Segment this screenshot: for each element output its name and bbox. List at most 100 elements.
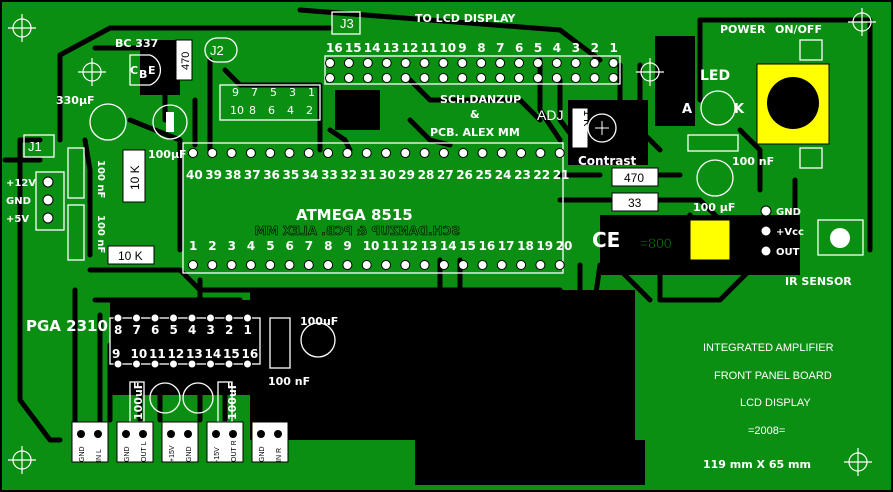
audio-connector-body (206, 421, 244, 463)
mcu-pin-number-bottom: 1 (189, 239, 197, 253)
mcu-pad (207, 148, 218, 158)
pga-pad (169, 359, 178, 369)
mcu-pad (381, 148, 391, 158)
mcu-pin-number-bottom: 15 (459, 239, 476, 253)
pga-pin-number-bottom: 10 (131, 347, 148, 361)
onoff-label: ON/OFF (775, 23, 822, 36)
pcb-edge-cut (635, 300, 660, 440)
mcu-pad (438, 148, 449, 158)
audio-connector-hole (77, 430, 85, 438)
mcu-pad (188, 260, 198, 270)
mcu-pad (303, 260, 314, 270)
pga-pad (243, 359, 252, 369)
mcu-pad (303, 148, 314, 158)
mcu-pin-number-top: 24 (495, 168, 512, 182)
ce-mark: CE (592, 228, 620, 252)
pga-pin-number-bottom: 14 (205, 347, 222, 361)
j1-pad (42, 176, 54, 188)
mcu-pad (554, 260, 565, 270)
mcu-pad (458, 148, 469, 158)
j2-pin-number: 6 (268, 104, 275, 117)
j3-pad (343, 73, 354, 83)
pga-pin-number-top: 6 (151, 323, 159, 337)
contrast-label: Contrast (578, 154, 636, 168)
svg-text:100uF: 100uF (226, 382, 239, 420)
mcu-pad (438, 260, 449, 270)
mcu-pad (361, 260, 372, 270)
svg-text:10 K: 10 K (128, 165, 142, 190)
j3-pin-number: 7 (496, 41, 504, 55)
j3-pad (495, 58, 506, 68)
mcu-pin-number-top: 34 (302, 168, 319, 182)
capacitors-100nf-left: 100 nF 100 nF (67, 147, 106, 261)
mcu-pin-number-top: 40 (186, 168, 203, 182)
pga-pad (206, 313, 215, 323)
j3-pad (381, 73, 392, 83)
svg-text:100 µF: 100 µF (693, 201, 735, 214)
pga-pin-number-top: 7 (133, 323, 141, 337)
info-line-2: FRONT PANEL BOARD (714, 370, 832, 382)
pga-pad (224, 359, 234, 369)
j3-pad (589, 58, 600, 68)
pga-pin-number-top: 3 (207, 323, 215, 337)
mcu-pad (477, 148, 488, 158)
mcu-pin-number-bottom: 7 (305, 239, 313, 253)
lcd-header-title: TO LCD DISPLAY (415, 12, 516, 25)
svg-text:470: 470 (180, 52, 192, 70)
j3-pad (381, 58, 392, 68)
j3-pad (419, 58, 430, 68)
j3-label: J3 (340, 16, 354, 31)
j3-pin-number: 13 (383, 41, 400, 55)
j3-pin-number: 12 (402, 41, 419, 55)
mounting-hole-tr2 (636, 58, 664, 86)
j3-pin-number: 8 (477, 41, 485, 55)
j2-pin-number: 5 (270, 86, 277, 99)
pga-pad (132, 313, 141, 323)
audio-connector-hole (184, 430, 192, 438)
pga-pin-number-top: 4 (188, 323, 196, 337)
power-switch: POWER ON/OFF (720, 23, 830, 169)
mcu-pin-number-bottom: 4 (247, 239, 255, 253)
j1-label: J1 (28, 139, 42, 154)
svg-text:1 K: 1 K (581, 110, 593, 127)
info-line-4: =2008= (748, 425, 785, 437)
mcu-pin-number-top: 31 (360, 168, 377, 182)
mcu-pad (284, 260, 295, 270)
pga-pin-number-bottom: 15 (223, 347, 240, 361)
mcu-pad (226, 148, 237, 158)
info-line-1: INTEGRATED AMPLIFIER (703, 342, 834, 354)
pga-pad (150, 313, 160, 323)
cap-100uf-label: 100µF (148, 148, 187, 161)
led-label: LED (700, 68, 730, 84)
mounting-hole-tr (848, 8, 876, 36)
mcu-pad (535, 148, 546, 158)
svg-text:100 nF: 100 nF (95, 160, 106, 198)
mcu-pin-number-top: 39 (205, 168, 222, 182)
credit-line-3: PCB. ALEX MM (430, 126, 520, 139)
mcu-pin-number-top: 30 (379, 168, 396, 182)
j1-pin-label: GND (6, 196, 31, 207)
mcu-pad (188, 148, 198, 158)
mcu-pad (419, 148, 430, 158)
mcu-pin-number-bottom: 10 (363, 239, 380, 253)
j3-pad (514, 73, 524, 83)
j3-pin-number: 4 (553, 41, 561, 55)
pga-pad (187, 359, 197, 369)
j3-pad (608, 58, 619, 68)
j3-pad (532, 73, 543, 83)
j3-pad (589, 73, 600, 83)
mcu-pin-number-top: 36 (263, 168, 280, 182)
audio-connector-hole (122, 430, 130, 438)
mcu-pad (400, 260, 411, 270)
mcu-pin-number-top: 37 (244, 168, 261, 182)
mcu-pin-number-top: 27 (437, 168, 454, 182)
size-label: 119 mm X 65 mm (703, 458, 811, 471)
j3-pad (362, 58, 373, 68)
power-label: POWER (720, 23, 766, 36)
j2-label: J2 (210, 43, 224, 58)
mcu-pad (226, 260, 237, 270)
ir-mark: =800 (640, 235, 672, 251)
cap-330uf-label: 330µF (56, 94, 95, 107)
